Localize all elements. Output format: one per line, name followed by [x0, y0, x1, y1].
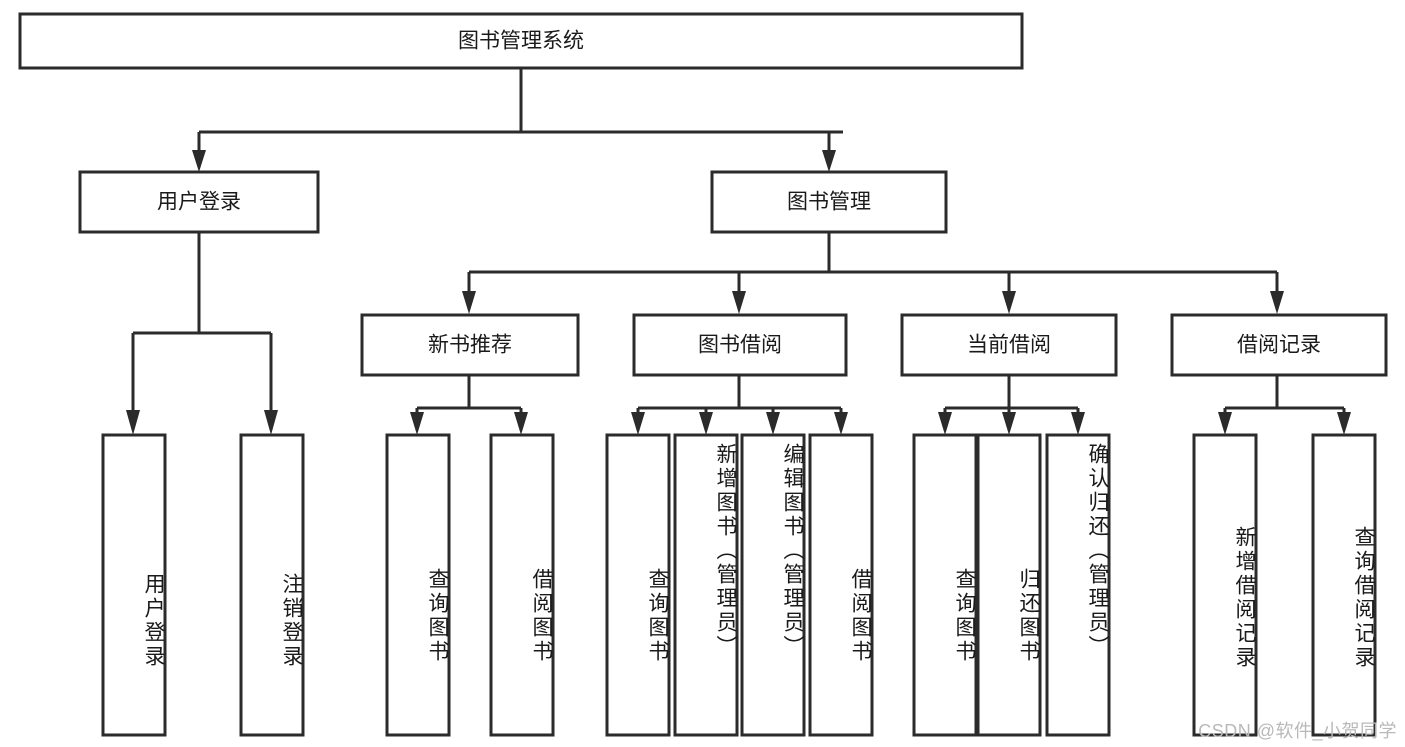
node-leaf-edit-book[interactable] — [740, 433, 806, 737]
arrow-head-icon — [126, 410, 140, 435]
node-leaf-borrow-book-1[interactable] — [489, 433, 555, 737]
arrow-head-icon — [699, 412, 713, 435]
connector-root-to-level2 — [192, 68, 843, 172]
arrow-head-icon — [631, 412, 645, 435]
arrow-head-icon — [514, 412, 528, 435]
node-label-borrow-record: 借阅记录 — [1237, 334, 1321, 357]
node-new-book-recommend[interactable]: 新书推荐 — [360, 313, 580, 377]
arrow-head-icon — [1002, 291, 1016, 314]
node-label-new-book-recommend: 新书推荐 — [428, 334, 512, 357]
node-leaf-user-login[interactable] — [101, 433, 167, 737]
arrow-head-icon — [938, 412, 952, 435]
arrow-head-icon — [462, 291, 476, 314]
node-leaf-logout-login[interactable] — [239, 433, 305, 737]
node-leaf-query-book-3[interactable] — [912, 433, 978, 737]
node-current-borrow[interactable]: 当前借阅 — [900, 313, 1118, 377]
node-leaf-add-book[interactable] — [673, 433, 739, 737]
arrow-head-icon — [1002, 412, 1016, 435]
node-leaf-query-book-2[interactable] — [605, 433, 671, 737]
connector-newbook-to-leaves — [410, 375, 528, 435]
node-label-root: 图书管理系统 — [458, 30, 584, 53]
node-leaf-query-record[interactable] — [1311, 433, 1377, 737]
node-borrow-record[interactable]: 借阅记录 — [1170, 313, 1388, 377]
arrow-head-icon — [1071, 412, 1085, 435]
arrow-head-icon — [410, 412, 424, 435]
arrow-head-icon — [1218, 412, 1232, 435]
arrow-head-icon — [264, 410, 278, 435]
connector-currentborrow-to-leaves — [938, 375, 1085, 435]
connector-bookborrow-to-leaves — [631, 375, 848, 435]
arrow-head-icon — [834, 412, 848, 435]
connector-borrowrecord-to-leaves — [1218, 375, 1351, 435]
connector-bookmanage-to-level3 — [462, 232, 1284, 314]
arrow-head-icon — [732, 291, 746, 314]
node-label-current-borrow: 当前借阅 — [967, 334, 1051, 357]
node-book-manage[interactable]: 图书管理 — [710, 170, 948, 234]
node-leaf-borrow-book-2[interactable] — [808, 433, 874, 737]
connector-userlogin-to-leaves — [126, 232, 278, 435]
node-label-book-manage: 图书管理 — [787, 191, 871, 214]
node-label-user-login: 用户登录 — [157, 191, 241, 214]
node-leaf-confirm-return[interactable] — [1045, 433, 1111, 737]
arrow-head-icon — [1270, 291, 1284, 314]
node-title-root[interactable]: 图书管理系统 — [18, 12, 1024, 70]
arrow-head-icon — [192, 150, 206, 172]
watermark-text: CSDN @软件_小贺同学 — [1198, 721, 1397, 741]
arrow-head-icon — [766, 412, 780, 435]
node-book-borrow[interactable]: 图书借阅 — [632, 313, 848, 377]
arrow-head-icon — [1337, 412, 1351, 435]
node-user-login[interactable]: 用户登录 — [78, 170, 320, 234]
node-leaf-add-record[interactable] — [1192, 433, 1258, 737]
arrow-head-icon — [822, 150, 836, 172]
node-leaf-return-book[interactable] — [976, 433, 1042, 737]
node-label-book-borrow: 图书借阅 — [698, 334, 782, 357]
node-leaf-query-book-1[interactable] — [385, 433, 451, 737]
